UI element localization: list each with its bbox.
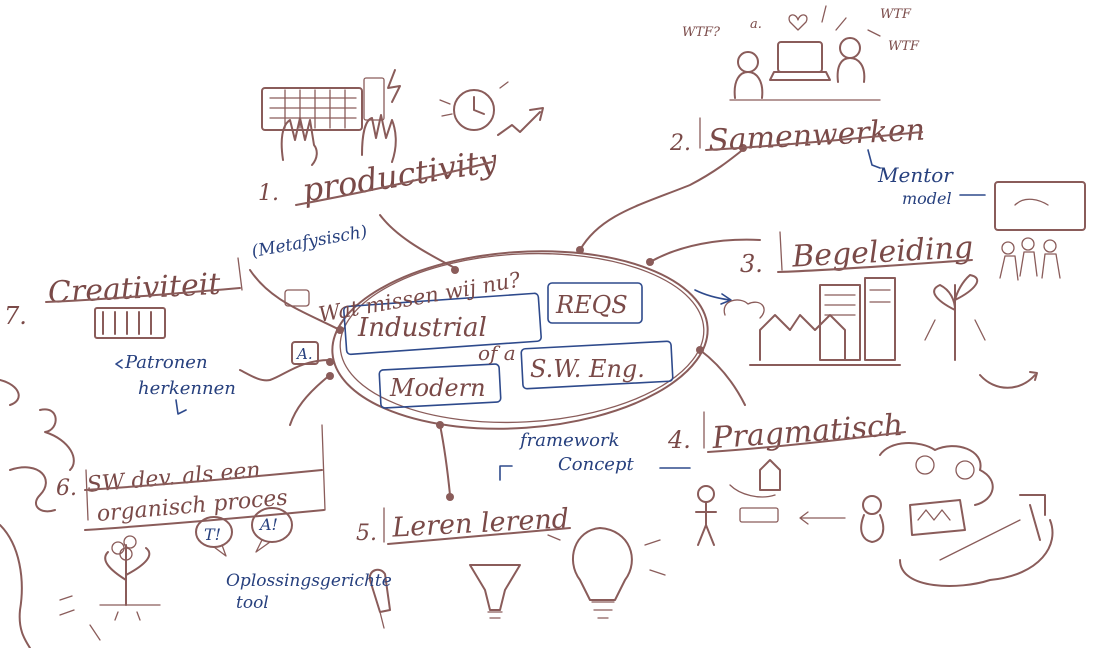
plant-icon (924, 274, 986, 361)
patronen-note: Patronen (124, 352, 208, 373)
connector-industry-arrow (694, 289, 731, 301)
mentor-note: Mentor (877, 163, 954, 187)
organisch-number: 6. (56, 476, 77, 501)
framework-note: framework (518, 430, 619, 451)
productivity-number: 1. (258, 181, 279, 206)
center-label-swe: S.W. Eng. (530, 355, 645, 383)
begeleiding-number: 3. (740, 250, 763, 278)
a-tag-label: A. (295, 345, 313, 363)
keyboard-small-icon (284, 289, 310, 307)
wtf-label-1: WTF? (682, 25, 721, 40)
clock-icon (439, 81, 509, 131)
a-label: a. (750, 17, 762, 32)
branch-pragmatisch: 4. Pragmatisch framework Concept (499, 408, 1054, 587)
branch-organisch: 6. SW dev. als een organisch proces T! A… (0, 379, 392, 648)
trend-arrow-icon (497, 107, 544, 136)
sprout-icon (99, 535, 161, 621)
productivity-note: (Metafysisch) (250, 222, 369, 262)
bubble-a-label: A! (258, 515, 278, 534)
pragmatisch-number: 4. (667, 426, 691, 454)
creativiteit-label: Creativiteit (47, 267, 222, 311)
bubble-t-label: T! (204, 525, 221, 544)
presentation-board-icon (994, 181, 1086, 281)
branch-creativiteit: 7. Creativiteit Patronen herkennen A. (4, 257, 319, 415)
a-tag-box (291, 341, 319, 365)
connector-organisch (289, 374, 331, 426)
connector-creativiteit (249, 269, 341, 331)
people-laptop-icon (729, 14, 881, 101)
conveyor-icon (899, 494, 1054, 587)
tool-note: tool (236, 593, 269, 613)
creativiteit-number: 7. (4, 302, 27, 330)
hands-icon (280, 114, 397, 166)
center-label-modern: Modern (389, 374, 486, 402)
lightbulb-icons (368, 527, 666, 629)
connector-pragmatisch (699, 349, 746, 406)
samenwerken-number: 2. (669, 131, 691, 156)
connector-productivity (379, 214, 456, 269)
tool-box-icon (739, 507, 779, 523)
bubble-a-icon (251, 507, 293, 543)
oplossing-note: Oplossingsgerichte (226, 571, 392, 591)
wtf-label-2: WTF (880, 7, 912, 22)
branch-begeleiding: 3. Begeleiding (723, 181, 1086, 389)
connector-leren (439, 424, 451, 496)
leren-number: 5. (356, 521, 377, 546)
center-node: Industrial REQS of a Modern S.W. Eng. (331, 250, 709, 430)
branch-leren: 5. Leren lerend (356, 503, 666, 629)
piano-icon (94, 307, 166, 339)
center-label-industrial: Industrial (357, 313, 487, 343)
person-icon (695, 485, 717, 546)
gears-icon (879, 442, 994, 506)
connector-samenwerken (579, 147, 746, 251)
center-label-reqs: REQS (555, 291, 628, 319)
branch-samenwerken: 2. Samenwerken Mentor model WTF? a. WTF … (669, 5, 986, 208)
begeleiding-label: Begeleiding (790, 230, 974, 274)
concept-note: Concept (558, 454, 634, 475)
snowman-icon (860, 495, 885, 543)
model-note: model (902, 189, 952, 208)
leren-label: Leren lerend (390, 503, 569, 543)
house-icon (729, 459, 781, 498)
keyboard-icon (261, 69, 401, 131)
return-arrow (799, 511, 846, 525)
connector-begeleiding (649, 238, 761, 263)
swirl-decoration (0, 379, 20, 406)
herkennen-note: herkennen (138, 378, 236, 399)
center-label-of: of a (478, 341, 516, 365)
factory-icon (723, 277, 901, 366)
wtf-label-3: WTF (888, 39, 920, 54)
